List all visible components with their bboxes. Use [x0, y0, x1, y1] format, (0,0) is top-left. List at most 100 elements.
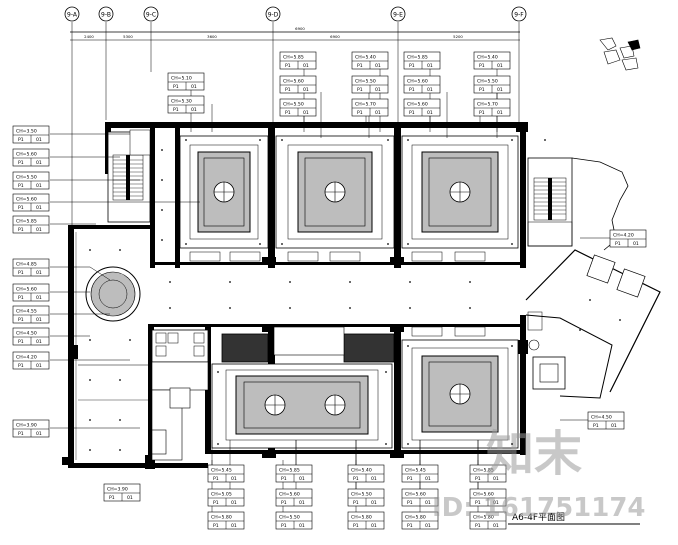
tag-cell-left: P1: [213, 476, 219, 482]
tag-cell-left: P1: [409, 87, 415, 93]
tag-cell-left: P1: [281, 523, 287, 529]
tag-cell-left: P1: [18, 227, 24, 233]
tag-label: CH=5.60: [407, 79, 428, 85]
tag-cell-right: 01: [427, 110, 433, 116]
tag-cell-right: 01: [36, 227, 42, 233]
tag-cell-left: P1: [357, 110, 363, 116]
tag-cell-right: 01: [375, 87, 381, 93]
downlight-dot: [185, 243, 187, 245]
tag-cell-right: 01: [299, 500, 305, 506]
downlight-dot: [89, 339, 91, 341]
tag-cell-left: P1: [18, 137, 24, 143]
tag-cell-right: 01: [427, 63, 433, 69]
tag-cell-right: 01: [231, 476, 237, 482]
downlight-dot: [407, 443, 409, 445]
tag-cell-left: P1: [409, 110, 415, 116]
tag-cell-right: 01: [36, 160, 42, 166]
downlight-dot: [229, 307, 231, 309]
tag-label: CH=5.85: [279, 468, 300, 474]
tag-cell-left: P1: [18, 431, 24, 437]
tag-cell-left: P1: [18, 339, 24, 345]
downlight-dot: [161, 149, 163, 151]
tag-label: CH=4.85: [16, 262, 37, 268]
tag-cell-right: 01: [371, 476, 377, 482]
tag-cell-left: P1: [353, 523, 359, 529]
tag-label: CH=4.50: [16, 331, 37, 337]
tag-cell-right: 01: [493, 523, 499, 529]
tag-label: CH=5.80: [405, 515, 426, 521]
tag-label: CH=5.80: [351, 515, 372, 521]
tag-cell-right: 01: [497, 110, 503, 116]
tag-cell-right: 01: [425, 500, 431, 506]
tag-cell-left: P1: [353, 500, 359, 506]
axis-bubble-6: 9-F: [511, 6, 527, 22]
tag-label: CH=5.30: [171, 99, 192, 105]
axis-bubble-2: 9-B: [98, 6, 114, 22]
downlight-dot: [349, 281, 351, 283]
downlight-dot: [161, 239, 163, 241]
tag-cell-left: P1: [475, 500, 481, 506]
tag-label: CH=5.60: [405, 492, 426, 498]
axis-label: 9-E: [393, 12, 403, 19]
service-block: [151, 329, 209, 461]
tag-label: CH=3.90: [107, 487, 128, 493]
dimension-text: 5200: [453, 34, 463, 39]
tag-cell-right: 01: [371, 523, 377, 529]
tag-cell-left: P1: [285, 110, 291, 116]
tag-label: CH=5.70: [355, 102, 376, 108]
dimension-text: 5300: [123, 34, 133, 39]
tag-cell-right: 01: [231, 500, 237, 506]
tag-cell-left: P1: [475, 523, 481, 529]
tag-cell-right: 01: [36, 295, 42, 301]
tag-cell-right: 01: [371, 500, 377, 506]
tag-label: CH=4.50: [591, 415, 612, 421]
downlight-dot: [185, 139, 187, 141]
tag-cell-right: 01: [36, 137, 42, 143]
axis-bubble-3: 9-C: [143, 6, 159, 22]
tag-label: CH=5.50: [355, 79, 376, 85]
drawing-title: A6-4F平面图: [512, 512, 565, 523]
tag-cell-left: P1: [353, 476, 359, 482]
tag-label: CH=5.80: [211, 515, 232, 521]
tag-label: CH=5.40: [351, 468, 372, 474]
tag-label: CH=4.20: [613, 233, 634, 239]
tag-label: CH=5.50: [283, 102, 304, 108]
tag-label: CH=5.85: [473, 468, 494, 474]
tag-cell-right: 01: [493, 500, 499, 506]
tag-label: CH=4.20: [16, 355, 37, 361]
tag-cell-right: 01: [493, 476, 499, 482]
dimension-text: 3600: [207, 34, 217, 39]
tag-label: CH=5.05: [211, 492, 232, 498]
downlight-dot: [217, 371, 219, 373]
watermark-brand: 知末: [486, 426, 582, 482]
stair-right: [527, 157, 573, 247]
downlight-dot: [619, 319, 621, 321]
tag-cell-left: P1: [285, 87, 291, 93]
tag-label: CH=5.50: [279, 515, 300, 521]
downlight-dot: [407, 345, 409, 347]
downlight-dot: [385, 371, 387, 373]
downlight-dot: [387, 243, 389, 245]
tag-label: CH=5.60: [16, 152, 37, 158]
tag-cell-left: P1: [357, 87, 363, 93]
